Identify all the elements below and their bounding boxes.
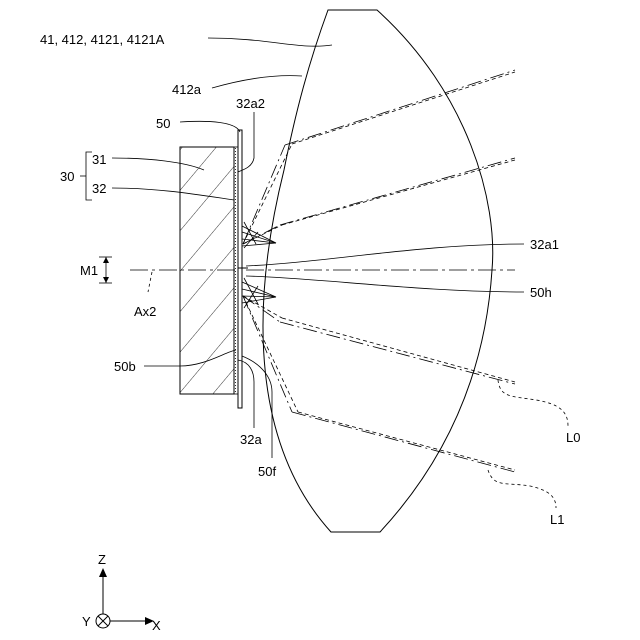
label-50: 50 <box>156 116 170 131</box>
label-32: 32 <box>92 181 106 196</box>
label-Ax2: Ax2 <box>134 304 156 319</box>
label-50f: 50f <box>258 464 276 479</box>
leader-L0 <box>498 380 568 426</box>
leader-32a1 <box>246 244 524 266</box>
label-31: 31 <box>92 152 106 167</box>
label-50b: 50b <box>114 359 136 374</box>
label-30: 30 <box>60 169 74 184</box>
ray-fan-lower <box>242 278 276 308</box>
rays-L1 <box>243 70 515 472</box>
leader-Ax2 <box>148 272 152 292</box>
substrate-31 <box>180 147 234 394</box>
label-lens-ref: 41, 412, 4121, 4121A <box>40 32 165 47</box>
leader-412a <box>212 76 302 88</box>
coordinate-system: Z Y X <box>82 552 161 633</box>
label-32a2: 32a2 <box>236 96 265 111</box>
rays-L0 <box>243 72 515 470</box>
layer-32 <box>234 147 238 394</box>
label-32a1: 32a1 <box>530 237 559 252</box>
label-axis-z: Z <box>98 552 106 567</box>
label-L0: L0 <box>566 430 580 445</box>
lens-body <box>263 10 493 532</box>
label-axis-y: Y <box>82 614 91 629</box>
label-axis-x: X <box>152 618 161 633</box>
label-M1: M1 <box>80 263 98 278</box>
label-32a: 32a <box>240 432 262 447</box>
leader-50h <box>246 276 524 292</box>
label-50h: 50h <box>530 285 552 300</box>
label-412a: 412a <box>172 82 202 97</box>
m1-dimension <box>99 257 112 283</box>
leader-L1 <box>488 470 556 508</box>
leader-50 <box>180 121 240 132</box>
z-arrow-icon <box>99 568 107 577</box>
leader-lens-ref <box>208 38 332 46</box>
label-L1: L1 <box>550 512 564 527</box>
